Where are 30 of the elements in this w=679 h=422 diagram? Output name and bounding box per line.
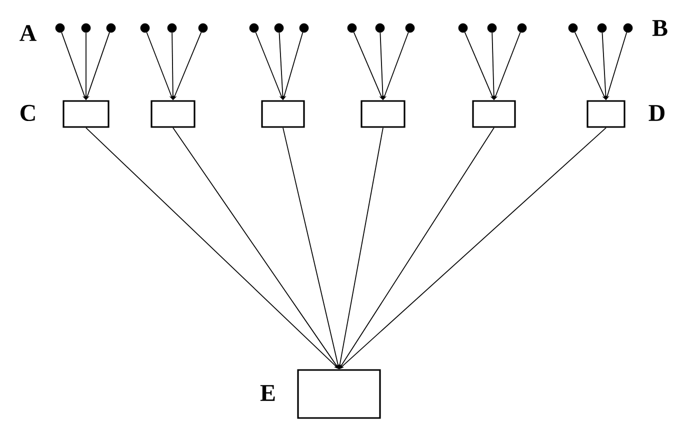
- dot: [597, 23, 607, 33]
- box: [150, 100, 196, 128]
- dot: [347, 23, 357, 33]
- box: [297, 369, 381, 419]
- dot: [568, 23, 578, 33]
- dot: [517, 23, 527, 33]
- box: [586, 100, 626, 128]
- dot: [458, 23, 468, 33]
- box: [261, 100, 305, 128]
- letter-label: E: [260, 385, 275, 401]
- dot: [81, 23, 91, 33]
- dot: [249, 23, 259, 33]
- box: [62, 100, 110, 128]
- letter-label: B: [652, 20, 668, 36]
- dot: [167, 23, 177, 33]
- dot: [140, 23, 150, 33]
- dot: [487, 23, 497, 33]
- letter-label: D: [648, 105, 664, 121]
- dot: [274, 23, 284, 33]
- dot: [405, 23, 415, 33]
- dot: [198, 23, 208, 33]
- dot: [106, 23, 116, 33]
- letter-label: C: [20, 104, 35, 122]
- box: [360, 100, 406, 128]
- dot: [623, 23, 633, 33]
- letter-label: A: [20, 25, 36, 41]
- box: [472, 100, 516, 128]
- dot: [375, 23, 385, 33]
- dot: [299, 23, 309, 33]
- dot: [55, 23, 65, 33]
